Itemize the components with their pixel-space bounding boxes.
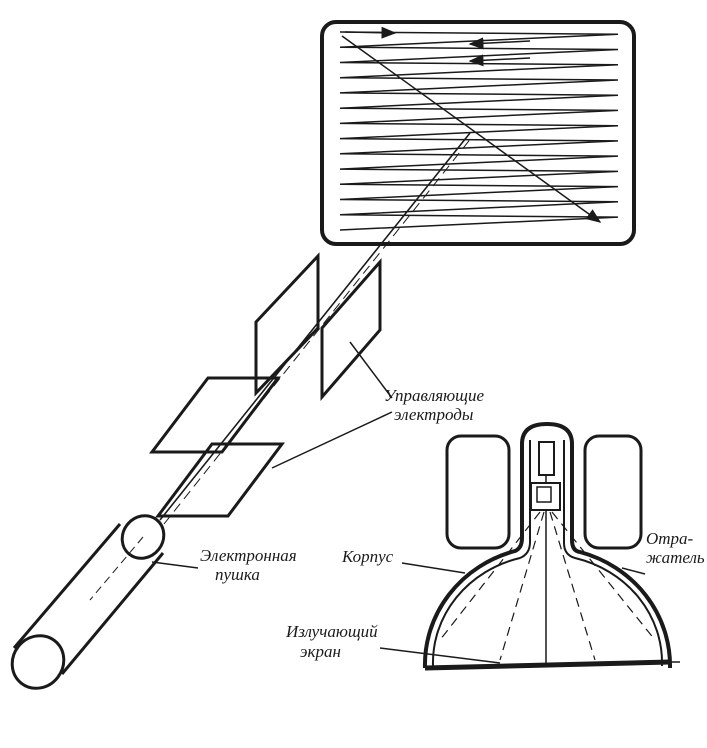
side-block-left [445,434,511,550]
control-electrodes [148,252,382,518]
label-emitting-screen: Излучающий [285,622,378,641]
electron-ray [549,511,596,661]
scan-direction-arrow [344,26,397,39]
label-control-electrodes: электроды [394,405,473,424]
horizontal-plate-upper [148,376,282,454]
leader-control-electrodes-lower [271,411,393,469]
electron-ray [499,511,545,661]
electron-gun [10,514,166,690]
leader-emitting-screen [379,647,501,664]
screen-frame [320,20,636,246]
vertical-plate-right [320,258,382,402]
retrace-arrow [468,37,531,50]
gun-axis [89,536,144,601]
gun-body-bottom [60,552,165,675]
beam-line-inner [163,136,473,525]
label-reflector: жатель [646,548,705,567]
leader-control-electrodes-upper [349,341,393,399]
cathode-top [538,441,555,476]
raster-scan-lines [339,31,619,231]
electron-ray [439,511,541,641]
frame-retrace-diagonal [341,35,602,223]
retrace-arrow [468,54,531,67]
side-block-right [583,434,643,550]
gun-end-back [10,634,66,690]
label-reflector: Отра- [646,529,694,548]
gun-body-top [12,523,122,649]
label-electron-gun: пушка [215,565,260,584]
leader-lines [151,341,646,664]
gun-end-front [120,514,166,560]
vertical-plate-left [254,252,320,397]
leader-electron-gun [151,561,199,569]
label-emitting-screen: экран [300,642,341,661]
reflector-wall [431,440,664,667]
horizontal-plate-lower [155,442,285,518]
emitting-screen [424,659,671,671]
electron-ray [551,511,656,641]
label-housing: Корпус [341,547,394,566]
lamp-cross-section [422,421,680,671]
label-control-electrodes: Управляющие [384,386,484,405]
housing-outer [422,421,673,669]
leader-reflector [621,567,646,575]
electron-beam [159,132,473,525]
modulator-inner [536,486,552,503]
beam-line [159,132,471,521]
label-electron-gun: Электронная [200,546,297,565]
raster-screen [320,20,636,246]
leader-housing [401,562,466,574]
